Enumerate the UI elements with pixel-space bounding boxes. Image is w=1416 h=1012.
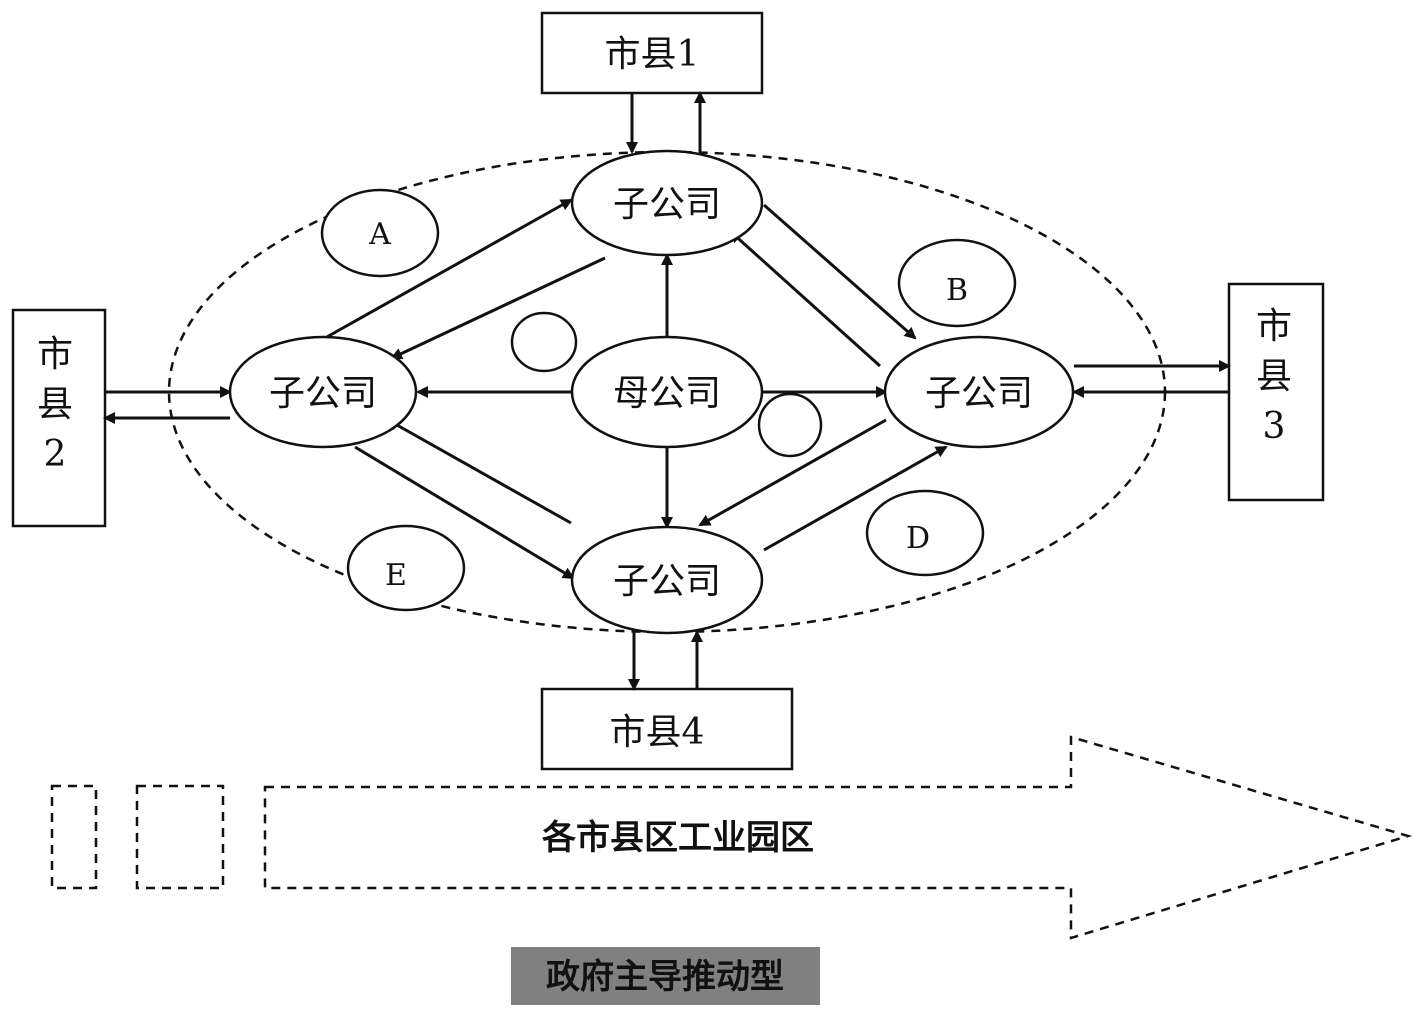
arrow-bottom-to-right bbox=[763, 445, 948, 552]
caption-background bbox=[511, 947, 820, 1005]
circle-b: B bbox=[897, 238, 1017, 328]
circle-e-label: E bbox=[385, 558, 407, 593]
county-1-label: 市县1 bbox=[605, 34, 700, 75]
subsidiary-bottom-label: 子公司 bbox=[613, 561, 721, 602]
circle-a-label: A bbox=[368, 217, 391, 252]
arrow-top-to-left bbox=[390, 256, 606, 360]
subsidiary-left-node: 子公司 bbox=[228, 335, 418, 449]
arrow-right-to-top bbox=[729, 230, 882, 368]
county-2-box: 市 县 2 bbox=[11, 308, 107, 528]
circle-a: A bbox=[320, 188, 440, 278]
arrow-left-to-bottom bbox=[354, 445, 575, 580]
circle-e: E bbox=[346, 524, 466, 612]
subsidiary-bottom-node: 子公司 bbox=[570, 525, 764, 635]
circle-blank-1 bbox=[510, 311, 578, 373]
subsidiary-top-node: 子公司 bbox=[570, 149, 764, 257]
county-2-label-3: 2 bbox=[44, 434, 67, 475]
county-2-label-1: 市 bbox=[37, 334, 73, 375]
arrow-left-to-top bbox=[324, 198, 573, 340]
county-3-label-2: 县 bbox=[1256, 356, 1292, 397]
dashed-block-medium bbox=[135, 784, 225, 890]
parent-company-label: 母公司 bbox=[613, 373, 721, 414]
arrow-right-to-bottom bbox=[698, 418, 887, 527]
arrow-bottom-to-left bbox=[386, 418, 572, 525]
county-1-box: 市县1 bbox=[540, 11, 764, 95]
circle-blank-2 bbox=[757, 392, 823, 458]
caption-label: 政府主导推动型 bbox=[546, 957, 784, 997]
circle-d-label: D bbox=[906, 521, 930, 556]
industrial-park-label: 各市县区工业园区 bbox=[542, 818, 814, 858]
county-3-label-1: 市 bbox=[1256, 306, 1292, 347]
county-4-box: 市县4 bbox=[540, 687, 794, 771]
county-4-label: 市县4 bbox=[610, 712, 705, 753]
subsidiary-left-label: 子公司 bbox=[269, 373, 377, 414]
subsidiary-right-node: 子公司 bbox=[883, 335, 1075, 449]
circle-b-label: B bbox=[946, 273, 968, 308]
industrial-park-arrow bbox=[263, 735, 1413, 940]
arrow-top-to-right bbox=[763, 203, 917, 340]
dashed-block-small bbox=[50, 784, 98, 890]
county-2-label-2: 县 bbox=[37, 384, 73, 425]
subsidiary-right-label: 子公司 bbox=[925, 373, 1033, 414]
parent-company-node: 母公司 bbox=[570, 335, 764, 449]
county-3-label-3: 3 bbox=[1263, 406, 1286, 447]
subsidiary-top-label: 子公司 bbox=[613, 184, 721, 225]
circle-d: D bbox=[865, 489, 985, 577]
county-3-box: 市 县 3 bbox=[1227, 282, 1325, 502]
